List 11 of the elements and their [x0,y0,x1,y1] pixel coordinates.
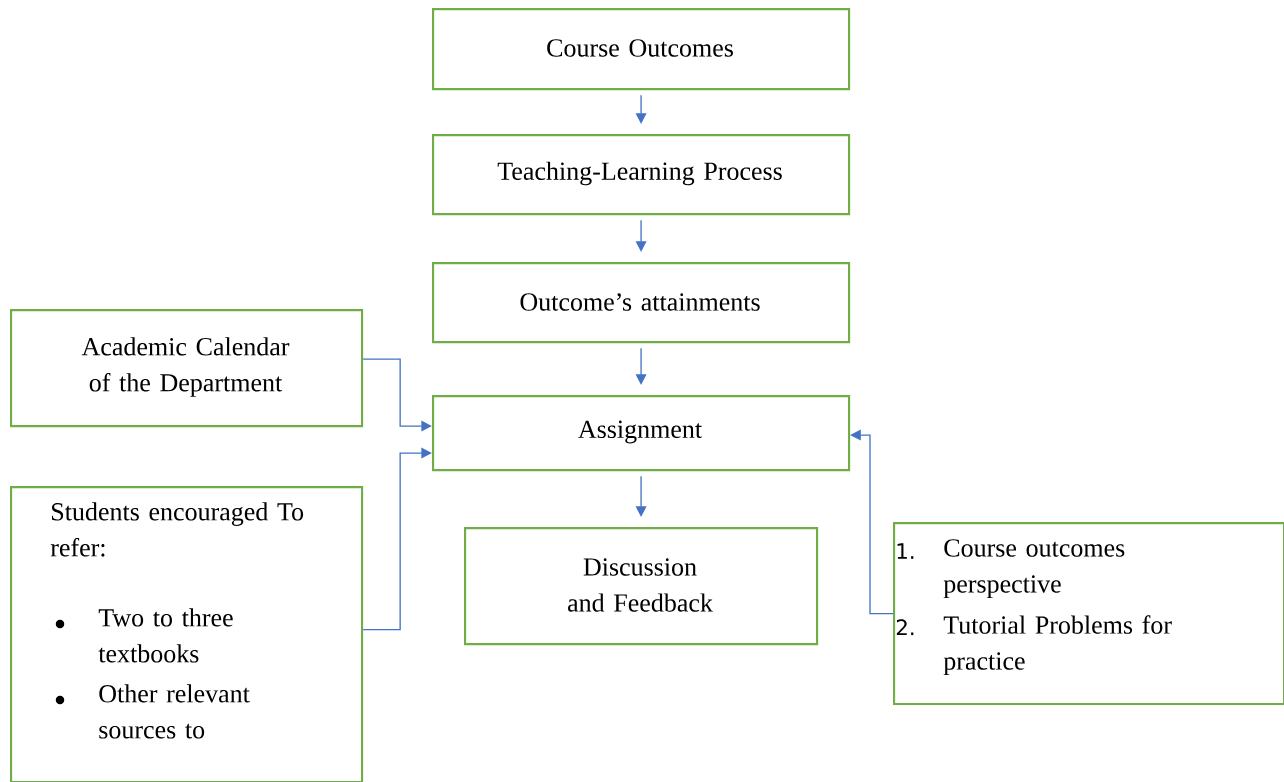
process-box: Outcome’s attainments [432,262,851,344]
arrow [362,358,432,432]
process-box: Course Outcomes [432,8,851,91]
process-box: Discussion and Feedback [464,527,819,646]
list-box: Students encouraged To refer: Two to three textbooks Other relevant sources to [10,486,364,782]
list-number: 1. [897,543,914,559]
list-number: 2. [896,619,914,636]
process-box: Academic Calendar of the Department [10,309,364,428]
process-box: Assignment [432,395,851,472]
process-box: Teaching-Learning Process [432,134,851,216]
arrow [362,447,432,631]
